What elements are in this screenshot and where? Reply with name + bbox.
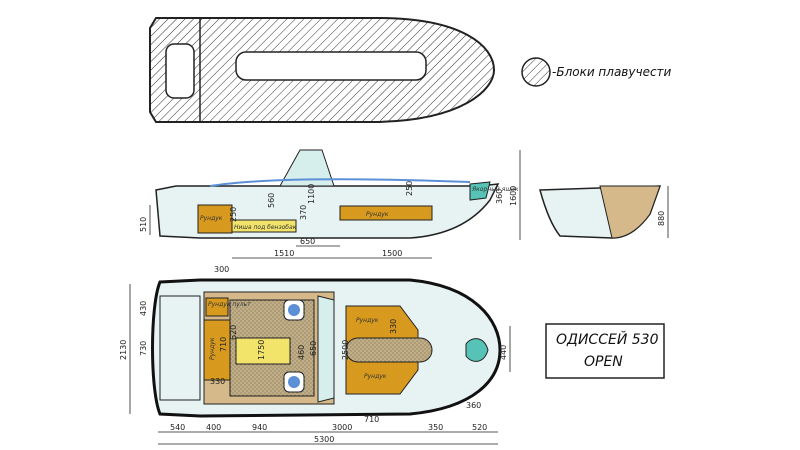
label-rundук-right-bottom: Рундук xyxy=(364,373,387,380)
dim-300: 300 xyxy=(214,265,229,274)
label-anchor: Якорный ящик xyxy=(471,186,519,193)
model-box: ОДИССЕЙ 530 OPEN xyxy=(545,323,665,379)
dim-2130: 2130 xyxy=(119,340,128,360)
dim-880: 880 xyxy=(657,211,666,226)
dim-710b: 710 xyxy=(364,415,379,424)
rail-side xyxy=(209,178,471,187)
fuel-niche-side xyxy=(231,219,297,233)
dim-1600: 1600 xyxy=(509,186,518,206)
transom-view: 880 xyxy=(539,185,669,239)
dim-370: 370 xyxy=(299,205,308,220)
dim-520: 520 xyxy=(472,423,487,432)
dim-350: 350 xyxy=(428,423,443,432)
dim-560: 560 xyxy=(267,193,276,208)
dim-510: 510 xyxy=(139,217,148,232)
side-view: Рундук Ниша под бензобак Рундук Якорный … xyxy=(139,149,521,259)
hatch-swatch-icon xyxy=(521,57,551,87)
dim-940: 940 xyxy=(252,423,267,432)
legend: -Блоки плавучести xyxy=(521,57,672,87)
storage-small-plan xyxy=(205,297,229,317)
dim-730: 730 xyxy=(139,341,148,356)
dim-460: 460 xyxy=(297,345,306,360)
transom-inner xyxy=(599,185,661,239)
stern-cutout xyxy=(165,43,195,99)
dim-710a: 710 xyxy=(219,337,228,352)
anchor-box-side xyxy=(469,181,491,201)
cockpit-cutout xyxy=(235,51,427,81)
dim-540: 540 xyxy=(170,423,185,432)
dim-360: 360 xyxy=(466,401,481,410)
dim-1500: 1500 xyxy=(382,249,402,258)
model-line2: OPEN xyxy=(584,354,623,370)
seat-top-blue-icon xyxy=(288,304,300,316)
dim-250b: 250 xyxy=(405,181,414,196)
label-rundук-right-top: Рундук xyxy=(356,317,379,324)
model-frame xyxy=(545,323,665,379)
dim-250a: 250 xyxy=(229,207,238,222)
center-panel xyxy=(235,337,291,365)
legend-text: -Блоки плавучести xyxy=(552,65,672,79)
dim-2500: 2500 xyxy=(341,340,350,360)
storage-right-side xyxy=(339,205,433,221)
storage-left-side xyxy=(197,204,233,234)
dim-3000: 3000 xyxy=(332,423,352,432)
dim-650: 650 xyxy=(300,237,315,246)
label-rundук-side: Рундук xyxy=(200,215,223,222)
dim-1100: 1100 xyxy=(307,184,316,204)
stern-pad-plan xyxy=(159,295,201,401)
model-line1: ОДИССЕЙ 530 xyxy=(556,330,659,348)
bow-seat-plan xyxy=(345,337,433,363)
dim-620: 620 xyxy=(229,325,238,340)
label-small-box: Рундук пульт xyxy=(208,301,251,308)
dim-440: 440 xyxy=(499,345,508,360)
dim-650: 650 xyxy=(309,341,318,356)
anchor-hatch-plan xyxy=(465,338,489,362)
dim-360: 360 xyxy=(495,189,504,204)
top-buoyancy-view xyxy=(149,17,496,123)
windshield-side xyxy=(279,149,335,187)
label-rundук2-side: Рундук xyxy=(366,211,389,218)
dim-430: 430 xyxy=(139,301,148,316)
storage-left-plan xyxy=(203,319,231,381)
dim-1510: 1510 xyxy=(274,249,294,258)
dim-330a: 330 xyxy=(389,319,398,334)
dim-330b: 330 xyxy=(210,377,225,386)
windshield-plan xyxy=(317,295,335,403)
dim-400: 400 xyxy=(206,423,221,432)
label-niche: Ниша под бензобак xyxy=(234,224,297,231)
seat-bottom-blue-icon xyxy=(288,376,300,388)
dim-5300: 5300 xyxy=(314,435,334,444)
dim-1750: 1750 xyxy=(257,340,266,360)
plan-view: Рундук пульт Рундук Рундук Рундук 300 43… xyxy=(119,265,511,445)
label-rundук-left: Рундук xyxy=(209,337,216,360)
